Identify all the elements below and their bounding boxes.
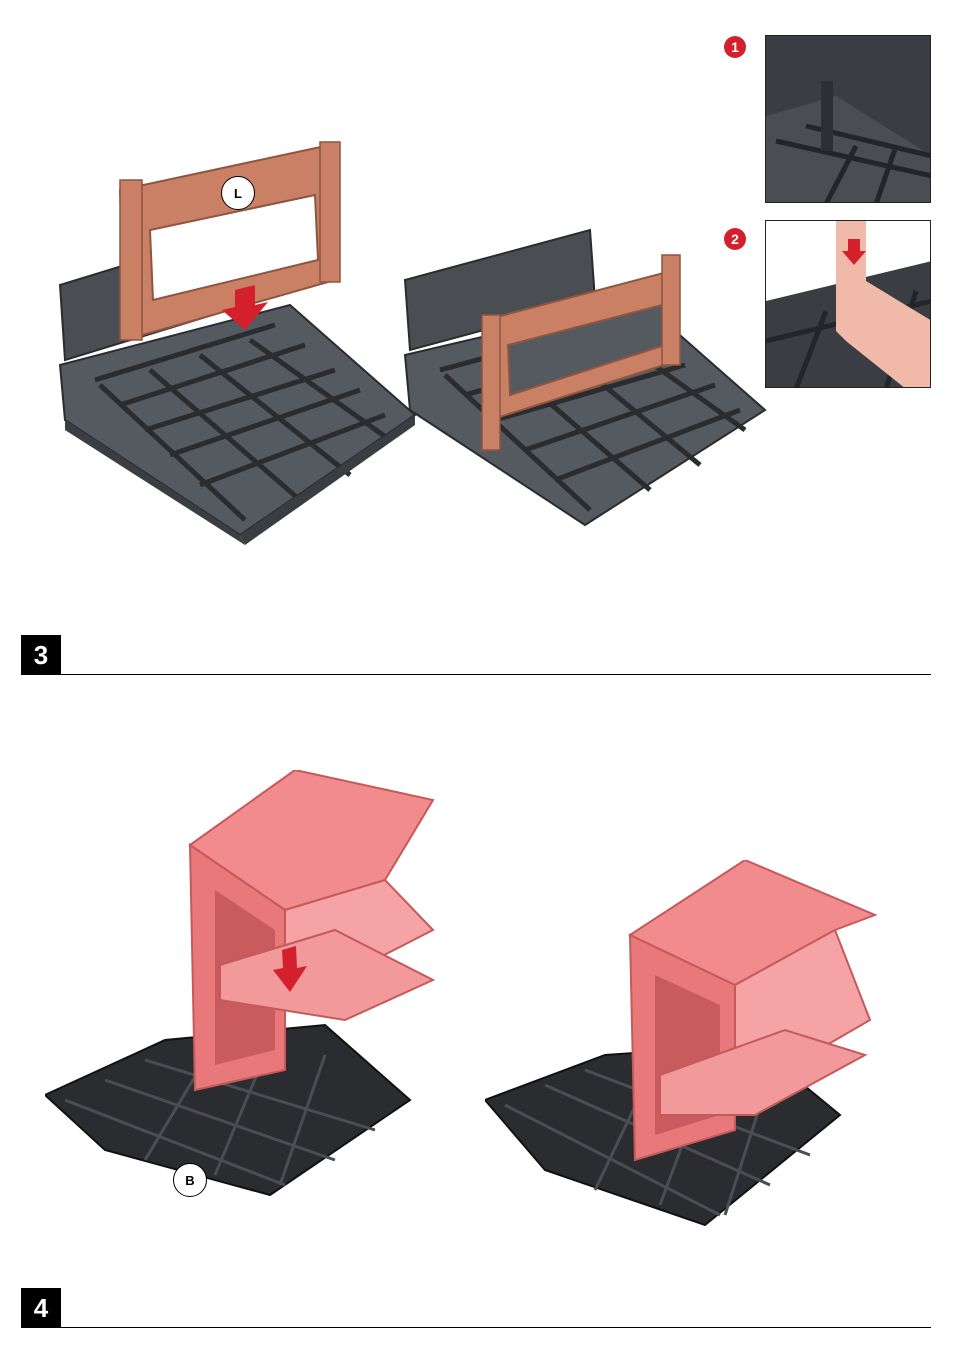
detail-view-2 [765,220,931,388]
step4-illustration-installed [485,860,890,1230]
part-label-l: L [221,176,255,210]
step-4-rule [61,1327,931,1328]
detail-view-1 [765,35,931,203]
step-3-rule [61,674,931,675]
part-label-b: B [173,1163,207,1197]
step3-illustration-installed [400,225,770,535]
step-number-4: 4 [21,1288,61,1328]
step4-illustration-insert [45,770,440,1200]
callout-1: 1 [724,36,746,58]
callout-2: 2 [724,228,746,250]
step-number-3: 3 [21,635,61,675]
